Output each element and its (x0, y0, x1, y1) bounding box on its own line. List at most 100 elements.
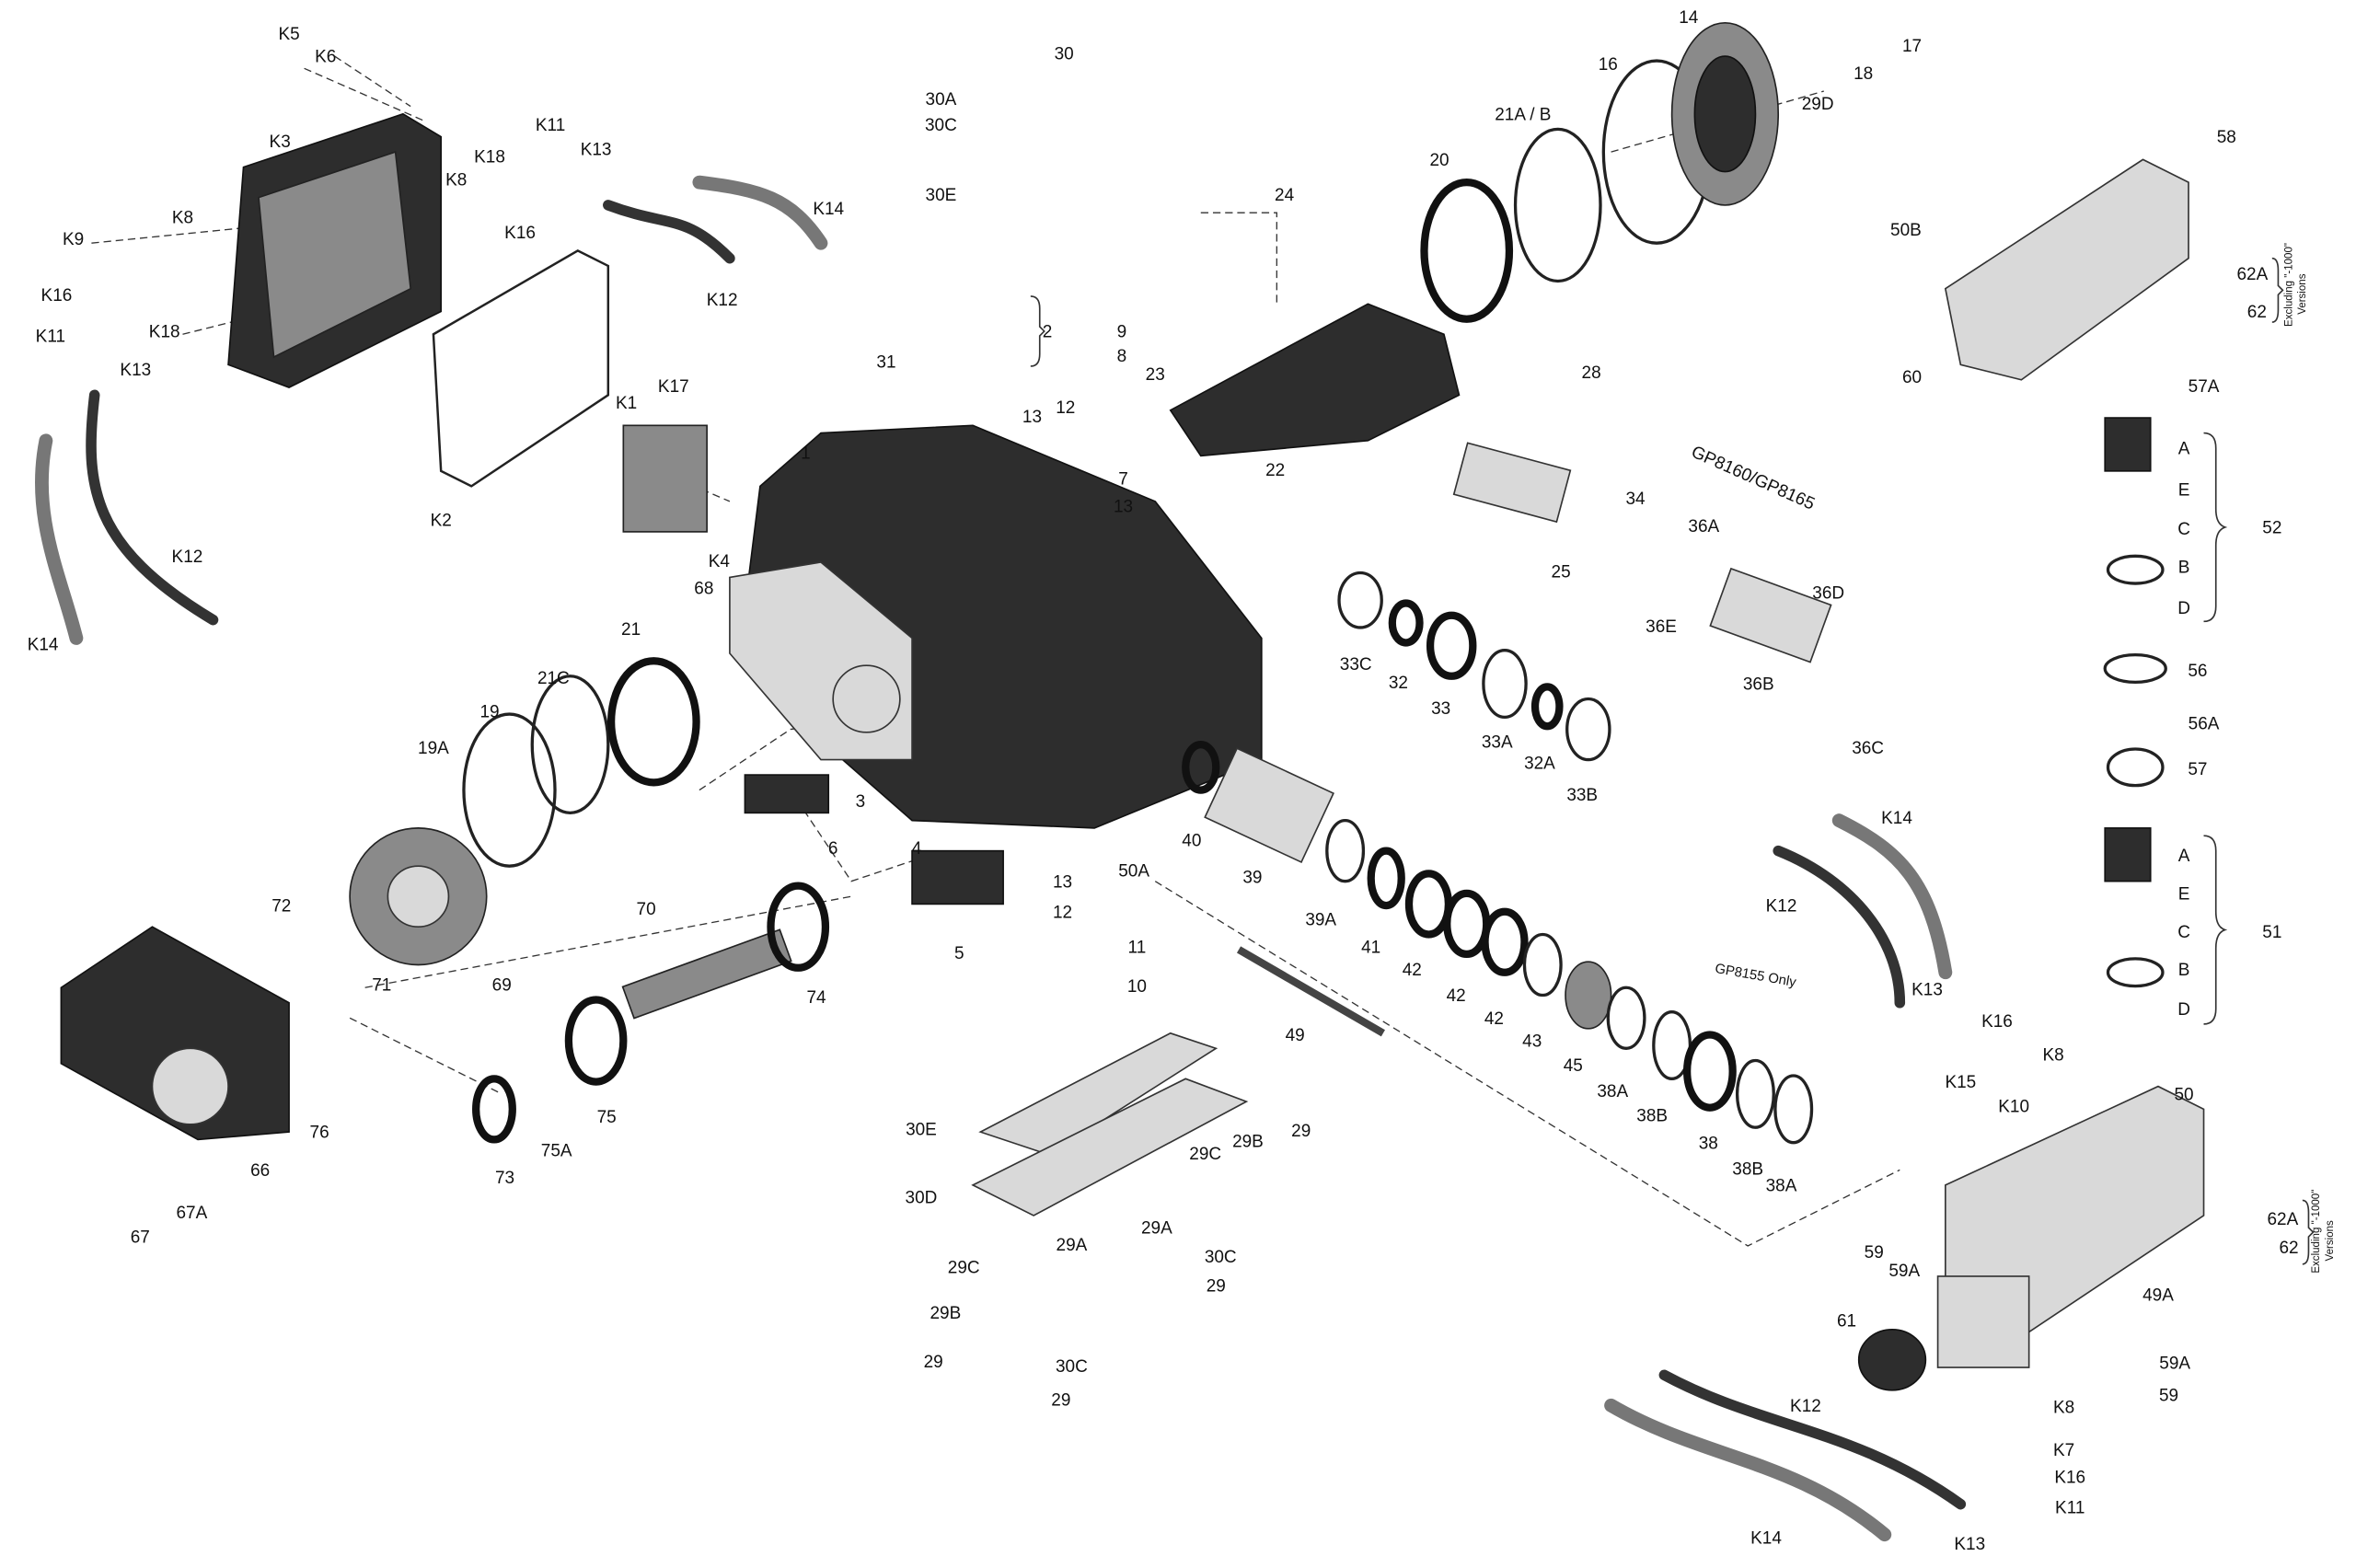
part-label-k9: K9 (63, 230, 84, 249)
part-label-k3: K3 (270, 133, 291, 152)
part-label-k11: K11 (536, 116, 565, 135)
part-label-k13: K13 (581, 140, 612, 159)
part-label-13: 13 (1053, 872, 1072, 892)
part-label-19a: 19A (418, 739, 449, 758)
part-label-42: 42 (1403, 961, 1422, 980)
part-label-k10: K10 (1998, 1098, 2029, 1117)
part-label-29a: 29A (1141, 1219, 1172, 1239)
part-label-29c: 29C (1189, 1145, 1221, 1164)
part-label-68: 68 (694, 580, 713, 599)
part-label-8: 8 (1117, 347, 1127, 366)
manifold-50b (1944, 158, 2189, 381)
part-label-25: 25 (1552, 562, 1571, 582)
part-label-62a: 62A (2236, 265, 2268, 284)
part-label-c: C (2177, 520, 2190, 539)
part-label-29: 29 (1291, 1122, 1311, 1141)
part-label-12: 12 (1056, 398, 1075, 418)
part-label-33a: 33A (1482, 732, 1513, 752)
part-label-k8: K8 (2053, 1399, 2074, 1418)
part-label-57a: 57A (2189, 377, 2220, 397)
part-label-7: 7 (1118, 470, 1128, 490)
part-label-32: 32 (1389, 674, 1408, 693)
part-label-d: D (2177, 1000, 2190, 1020)
cooler-k17 (622, 424, 708, 533)
part-label-33b: 33B (1566, 786, 1598, 805)
part-label-k13: K13 (1954, 1535, 1985, 1554)
part-label-k18: K18 (149, 323, 180, 342)
part-label-39a: 39A (1305, 911, 1336, 930)
part-label-23: 23 (1146, 365, 1165, 385)
part-label-36a: 36A (1688, 517, 1719, 536)
part-label-50a: 50A (1118, 862, 1149, 882)
part-label-18: 18 (1854, 64, 1873, 84)
part-label-a: A (2178, 440, 2190, 459)
part-label-36c: 36C (1852, 739, 1884, 758)
bracket-3 (744, 774, 830, 814)
part-label-k16: K16 (1981, 1012, 2013, 1032)
part-label-29b: 29B (1232, 1133, 1264, 1152)
part-label-k5: K5 (278, 25, 299, 44)
part-label-59a: 59A (2159, 1355, 2190, 1374)
part-label-56a: 56A (2189, 715, 2220, 734)
part-label-36e: 36E (1646, 617, 1677, 637)
part-label-k14: K14 (813, 200, 844, 219)
part-label-71: 71 (372, 976, 391, 996)
part-label-38: 38 (1699, 1134, 1718, 1153)
part-label-74: 74 (806, 988, 826, 1008)
note-excluding-bottom: Excluding "-1000" Versions (2311, 1190, 2336, 1274)
part-label-e: E (2178, 884, 2190, 904)
part-label-k12: K12 (172, 548, 203, 567)
part-label-k6: K6 (315, 48, 336, 67)
part-label-k8: K8 (172, 209, 193, 228)
part-label-9: 9 (1117, 323, 1127, 342)
part-label-k12: K12 (1790, 1397, 1821, 1416)
part-label-21: 21 (621, 620, 641, 640)
part-label-58: 58 (2217, 128, 2236, 147)
part-label-a: A (2178, 847, 2190, 866)
crankshaft-22 (1169, 303, 1461, 457)
part-label-1: 1 (801, 444, 811, 464)
part-label-62: 62 (2247, 303, 2267, 322)
part-label-49a: 49A (2142, 1286, 2174, 1305)
part-label-2: 2 (1043, 323, 1053, 342)
part-label-56: 56 (2188, 662, 2207, 681)
part-label-61: 61 (1837, 1311, 1856, 1331)
part-label-19: 19 (479, 702, 499, 721)
part-label-38b: 38B (1732, 1159, 1763, 1179)
part-label-k12: K12 (707, 291, 738, 310)
part-label-75: 75 (597, 1108, 617, 1127)
part-label-41: 41 (1361, 938, 1380, 957)
part-label-22: 22 (1265, 461, 1285, 480)
part-label-k18: K18 (474, 148, 505, 167)
part-label-17: 17 (1902, 37, 1922, 56)
part-label-69: 69 (492, 976, 512, 996)
part-label-4: 4 (912, 839, 922, 859)
part-label-29: 29 (1207, 1276, 1226, 1296)
note-gp8155: GP8155 Only (1714, 962, 1797, 990)
part-label-29c: 29C (948, 1259, 980, 1278)
part-label-20: 20 (1429, 151, 1449, 170)
part-label-67a: 67A (177, 1204, 208, 1223)
part-label-28: 28 (1582, 363, 1601, 383)
part-label-38a: 38A (1597, 1082, 1628, 1101)
part-label-13: 13 (1114, 497, 1133, 516)
part-label-k11: K11 (2055, 1499, 2085, 1518)
part-label-k4: K4 (709, 552, 730, 571)
part-label-11: 11 (1128, 938, 1147, 957)
part-label-66: 66 (250, 1161, 270, 1181)
part-label-45: 45 (1564, 1056, 1583, 1076)
part-label-k11: K11 (36, 328, 65, 347)
part-label-29d: 29D (1802, 95, 1834, 114)
part-label-k17: K17 (658, 377, 689, 397)
part-label-16: 16 (1599, 55, 1618, 75)
part-label-10: 10 (1127, 977, 1147, 997)
part-label-39: 39 (1242, 868, 1262, 887)
grouping-braces (1030, 257, 2315, 1265)
note-excluding-line1: Excluding "-1000" (2311, 1190, 2322, 1274)
part-label-30d: 30D (906, 1189, 938, 1208)
part-label-76: 76 (310, 1124, 329, 1143)
part-label-k16: K16 (504, 224, 536, 243)
part-label-k15: K15 (1945, 1073, 1976, 1092)
part-label-42: 42 (1447, 986, 1466, 1006)
